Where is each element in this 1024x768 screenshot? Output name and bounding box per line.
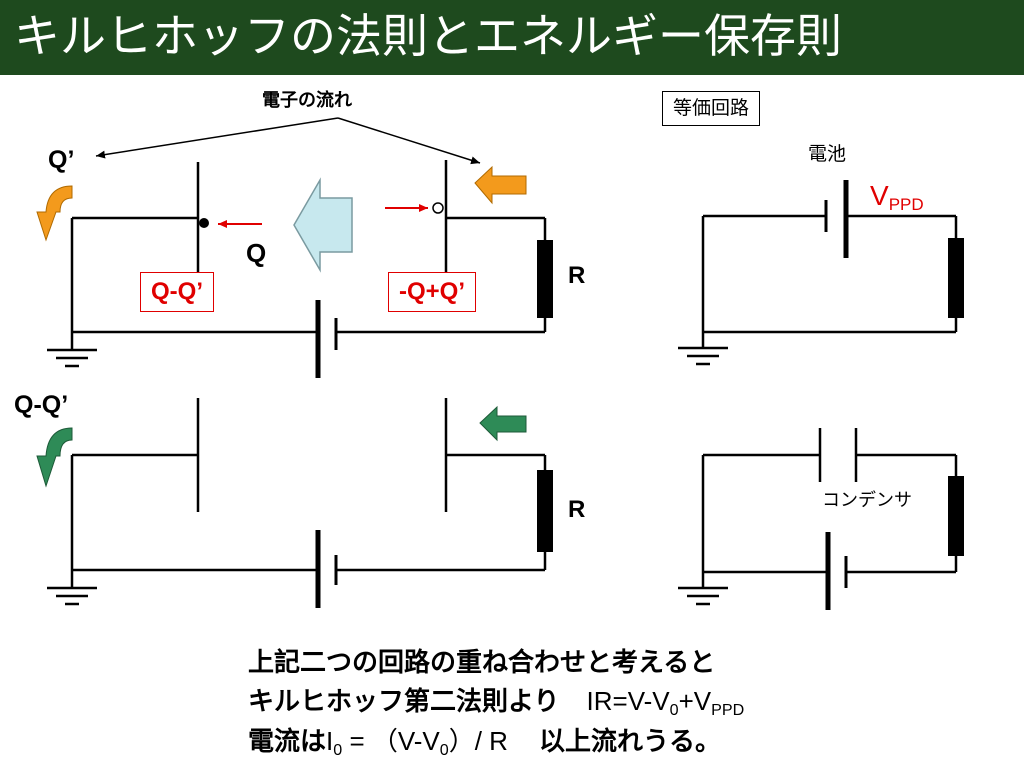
bottom-line-2-jp: キルヒホッフ第二法則より: [248, 687, 560, 717]
electron-flow-label: 電子の流れ: [262, 90, 352, 111]
big-flow-arrow: [293, 177, 353, 273]
vppd-label: VPPD: [870, 180, 924, 215]
hole-empty: [432, 202, 444, 214]
vppd-sub: PPD: [888, 195, 924, 215]
eq-resistor-bottom: [948, 476, 964, 556]
current-sub-i: 0: [333, 740, 343, 759]
current-end: ）/ R: [448, 726, 508, 756]
orange-curved-arrow-left: [36, 185, 73, 242]
eq-resistor-top: [948, 238, 964, 318]
orange-arrow-right: [474, 165, 527, 205]
current-i: I: [326, 726, 334, 756]
q-prime-label: Q’: [48, 146, 75, 174]
title-bar: キルヒホッフの法則とエネルギー保存則: [0, 0, 1024, 75]
electron-flow-arrow-left: [95, 117, 339, 159]
bottom-line-1: 上記二つの回路の重ね合わせと考えると: [248, 648, 716, 678]
bottom-line-3-jp: 電流は: [248, 727, 327, 757]
green-curved-arrow-left: [36, 427, 73, 488]
equiv-circuit-top: [678, 180, 958, 366]
kirchhoff-equation: IR=V-V0+VPPD: [586, 686, 745, 719]
equiv-circuit-bottom: [678, 428, 958, 610]
current-sub-v: 0: [439, 740, 449, 759]
resistor-top: [537, 240, 553, 318]
eq-part-a: IR=V-V: [586, 686, 670, 716]
resistor-bottom: [537, 470, 553, 552]
neg-q-plus-qprime-box: -Q+Q’: [388, 272, 477, 312]
eq-sub-0: 0: [669, 700, 679, 719]
bottom-line-2: キルヒホッフ第二法則より IR=V-V0+VPPD: [248, 688, 744, 718]
green-arrow-right: [479, 405, 527, 442]
bottom-circuit: [47, 398, 547, 608]
q-minus-qprime-box: Q-Q’: [140, 272, 214, 312]
eq-sub-ppd: PPD: [711, 700, 745, 719]
capacitor-label: コンデンサ: [822, 490, 912, 511]
battery-label: 電池: [808, 143, 847, 165]
q-minus-qprime-bottom-label: Q-Q’: [14, 391, 69, 419]
eq-part-b: +V: [678, 686, 712, 716]
electron-filled: [199, 218, 209, 228]
top-circuit: [47, 117, 547, 378]
vppd-main: V: [870, 180, 889, 211]
current-equation: I0 = （V-V0）/ R: [326, 726, 508, 759]
electron-flow-arrow-right: [337, 117, 481, 165]
bottom-line-3: 電流はI0 = （V-V0）/ R 以上流れうる。: [248, 728, 721, 758]
bottom-line-3-tail: 以上流れうる。: [539, 727, 722, 757]
current-mid: = （V-V: [342, 726, 440, 756]
resistor-label-top: R: [568, 262, 586, 289]
slide-title: キルヒホッフの法則とエネルギー保存則: [14, 9, 842, 63]
q-label: Q: [246, 238, 267, 268]
equivalent-circuit-box: 等価回路: [662, 91, 761, 126]
resistor-label-bottom: R: [568, 496, 586, 523]
